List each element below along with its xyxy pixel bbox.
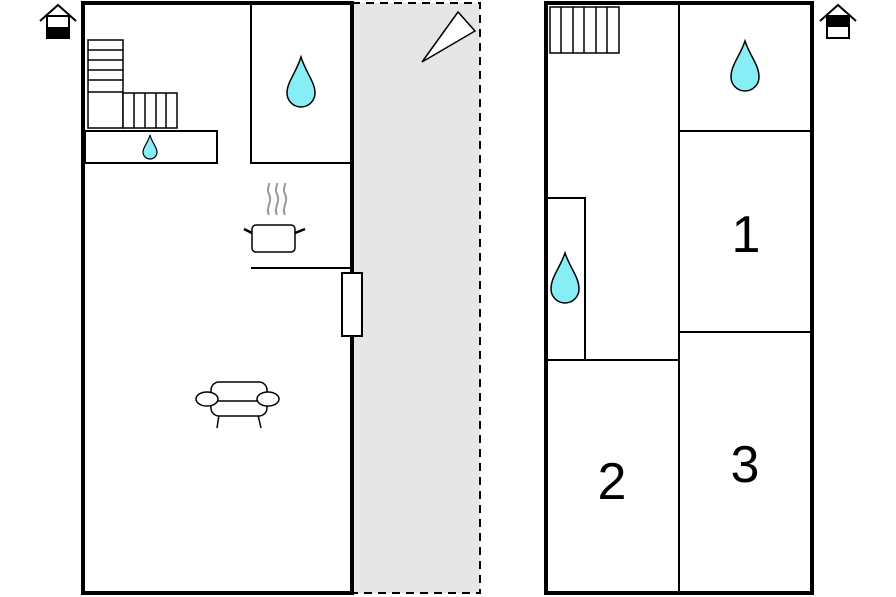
water-drop-icon [550, 250, 580, 304]
door-icon [341, 272, 363, 337]
sun-terrace-icon [421, 10, 477, 63]
bedroom-number: 3 [731, 436, 760, 494]
water-drop-icon [286, 54, 316, 108]
upper-floor: 1 2 3 [544, 1, 857, 595]
bedroom-number: 2 [598, 453, 627, 511]
ground-floor-icon [39, 3, 77, 39]
bedroom-number: 1 [732, 206, 761, 264]
terrace [351, 2, 481, 594]
sofa-icon [195, 381, 280, 429]
upper-floor-interior-walls [546, 3, 812, 593]
water-drop-icon [142, 134, 158, 160]
stairs-icon [87, 39, 178, 129]
upper-floor-icon [819, 3, 857, 39]
ground-floor-bathroom-wall [250, 3, 352, 164]
cooking-pot-icon [243, 182, 306, 253]
ground-floor [39, 1, 481, 595]
water-drop-icon [730, 38, 760, 92]
stairs-icon [549, 6, 620, 54]
